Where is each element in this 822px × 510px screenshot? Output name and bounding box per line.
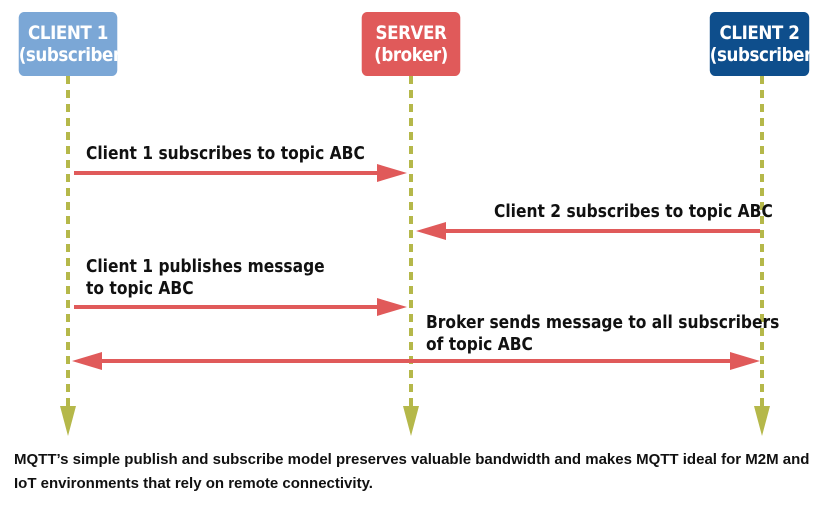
message-label-line: Client 1 subscribes to topic ABC bbox=[86, 143, 365, 164]
client2-role: (subscriber) bbox=[709, 44, 820, 66]
figure-caption: MQTT’s simple publish and subscribe mode… bbox=[14, 451, 810, 492]
server-box: SERVER (broker) bbox=[361, 12, 461, 76]
arrow-client2-subscribe bbox=[416, 222, 760, 240]
client1-box: CLIENT 1 (subscriber) bbox=[18, 12, 129, 76]
message-label-line: to topic ABC bbox=[86, 278, 194, 299]
server-role: (broker) bbox=[374, 44, 448, 66]
client2-box: CLIENT 2 (subscriber) bbox=[709, 12, 820, 76]
client1-role: (subscriber) bbox=[18, 44, 129, 66]
message-label-line: Client 1 publishes message bbox=[86, 256, 325, 277]
message-label-line: of topic ABC bbox=[426, 334, 533, 355]
lifeline-client1 bbox=[60, 76, 76, 436]
message-label-client1-publish: Client 1 publishes message to topic ABC bbox=[86, 256, 325, 300]
lifeline-server bbox=[403, 76, 419, 436]
message-label-client1-subscribe: Client 1 subscribes to topic ABC bbox=[86, 143, 365, 165]
arrow-client1-publish bbox=[74, 298, 407, 316]
message-label-line: Client 2 subscribes to topic ABC bbox=[494, 201, 773, 222]
server-title: SERVER bbox=[375, 22, 447, 44]
client1-title: CLIENT 1 bbox=[28, 22, 108, 44]
message-label-broker-broadcast: Broker sends message to all subscribers … bbox=[426, 312, 779, 356]
arrow-broker-broadcast bbox=[72, 352, 760, 370]
client2-title: CLIENT 2 bbox=[719, 22, 800, 44]
message-label-line: Broker sends message to all subscribers bbox=[426, 312, 780, 333]
arrow-client1-subscribe bbox=[74, 164, 407, 182]
lifeline-client2 bbox=[754, 76, 770, 436]
message-label-client2-subscribe: Client 2 subscribes to topic ABC bbox=[494, 201, 773, 223]
